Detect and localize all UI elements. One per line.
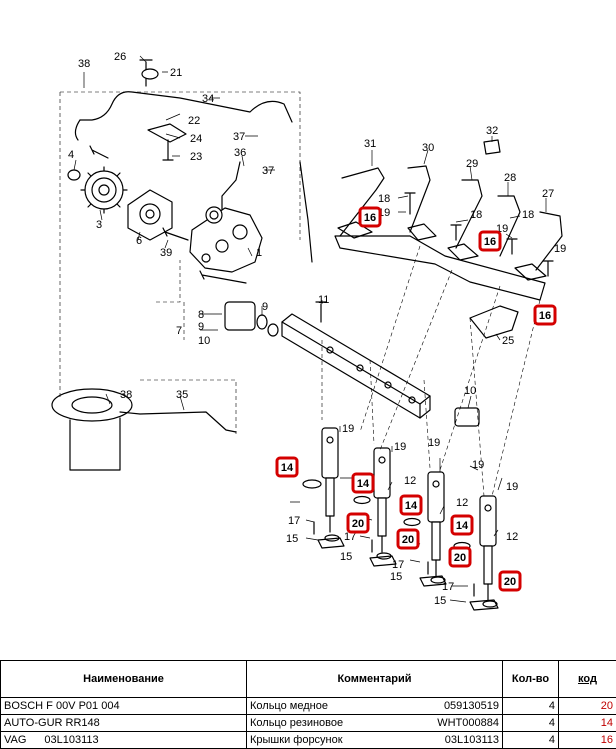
label-1: 1 — [256, 247, 262, 259]
label-37-upper: 37 — [233, 131, 245, 143]
label-38-top: 38 — [78, 58, 90, 70]
label-29: 29 — [466, 158, 478, 170]
label-17-a: 17 — [288, 515, 300, 527]
svg-text:14: 14 — [456, 520, 469, 532]
label-12-c: 12 — [456, 497, 468, 509]
callout-14-a: 14 — [277, 458, 297, 476]
label-17-c: 17 — [392, 559, 404, 571]
table-header-row: Наименование Комментарий Кол-во код — [1, 661, 616, 698]
callout-16-c: 16 — [535, 306, 555, 324]
label-21: 21 — [170, 67, 182, 79]
pump-body — [190, 208, 262, 272]
label-36: 36 — [234, 147, 246, 159]
label-17-d: 17 — [442, 581, 454, 593]
svg-text:14: 14 — [281, 462, 294, 474]
label-15-d: 15 — [434, 595, 446, 607]
svg-text:20: 20 — [402, 534, 414, 546]
label-19-g: 19 — [472, 459, 484, 471]
injector-1 — [322, 428, 338, 532]
label-18-c: 18 — [522, 209, 534, 221]
label-7: 7 — [176, 325, 182, 337]
header-comment: Комментарий — [247, 661, 503, 698]
cell-qty: 4 — [503, 698, 559, 715]
label-15-c: 15 — [390, 571, 402, 583]
label-19-f: 19 — [428, 437, 440, 449]
svg-text:16: 16 — [539, 310, 551, 322]
header-name: Наименование — [1, 661, 247, 698]
label-15-a: 15 — [286, 533, 298, 545]
label-28: 28 — [504, 172, 516, 184]
label-15-b: 15 — [340, 551, 352, 563]
cell-code: 20 — [559, 698, 616, 715]
label-4: 4 — [68, 149, 74, 161]
label-9-left: 9 — [198, 321, 204, 333]
label-32: 32 — [486, 125, 498, 137]
label-35: 35 — [176, 389, 188, 401]
label-39: 39 — [160, 247, 172, 259]
svg-text:20: 20 — [454, 552, 466, 564]
label-3: 3 — [96, 219, 102, 231]
callout-14-c: 14 — [401, 496, 421, 514]
header-code: код — [559, 661, 616, 698]
label-37-lower: 37 — [262, 165, 274, 177]
svg-text:16: 16 — [484, 236, 496, 248]
label-27: 27 — [542, 188, 554, 200]
header-qty: Кол-во — [503, 661, 559, 698]
injector-2 — [374, 448, 390, 552]
svg-text:16: 16 — [364, 212, 376, 224]
callout-16-b: 16 — [480, 232, 500, 250]
parts-table: Наименование Комментарий Кол-во код BOSC… — [0, 660, 616, 749]
callout-14-b: 14 — [353, 474, 373, 492]
svg-text:20: 20 — [504, 576, 516, 588]
svg-text:14: 14 — [405, 500, 418, 512]
label-19-c: 19 — [554, 243, 566, 255]
callout-16-a: 16 — [360, 208, 380, 226]
callout-14-d: 14 — [452, 516, 472, 534]
label-31: 31 — [364, 138, 376, 150]
label-25: 25 — [502, 335, 514, 347]
label-22: 22 — [188, 115, 200, 127]
callout-20-b: 20 — [398, 530, 418, 548]
fuel-rail — [282, 314, 430, 418]
label-10-right: 10 — [464, 385, 476, 397]
pump-gear — [81, 167, 127, 213]
label-9: 9 — [262, 301, 268, 313]
parts-exploded-diagram: 26 21 38 34 22 24 23 37 36 37 4 3 6 39 1… — [0, 0, 616, 660]
cell-name: BOSCH F 00V P01 004 — [1, 698, 247, 715]
label-6: 6 — [136, 235, 142, 247]
callout-20-c: 20 — [450, 548, 470, 566]
label-38-bottom: 38 — [120, 389, 132, 401]
label-23: 23 — [190, 151, 202, 163]
cell-qty: 4 — [503, 715, 559, 732]
cell-name: AUTO-GUR RR148 — [1, 715, 247, 732]
callout-20-a: 20 — [348, 514, 368, 532]
label-30: 30 — [422, 142, 434, 154]
injector-3 — [428, 472, 444, 576]
label-8: 8 — [198, 309, 204, 321]
label-11: 11 — [318, 294, 329, 306]
label-24: 24 — [190, 133, 202, 145]
label-18-b: 18 — [470, 209, 482, 221]
callout-20-d: 20 — [500, 572, 520, 590]
injector-4 — [480, 496, 496, 600]
label-26: 26 — [114, 51, 126, 63]
cell-code: 14 — [559, 715, 616, 732]
svg-text:14: 14 — [357, 478, 370, 490]
label-12-b: 12 — [404, 475, 416, 487]
svg-text:20: 20 — [352, 518, 364, 530]
label-34: 34 — [202, 93, 214, 105]
label-19-d: 19 — [342, 423, 354, 435]
label-12-d: 12 — [506, 531, 518, 543]
label-19-h: 19 — [506, 481, 518, 493]
label-19-e: 19 — [394, 441, 406, 453]
label-18-a: 18 — [378, 193, 390, 205]
label-10-left: 10 — [198, 335, 210, 347]
